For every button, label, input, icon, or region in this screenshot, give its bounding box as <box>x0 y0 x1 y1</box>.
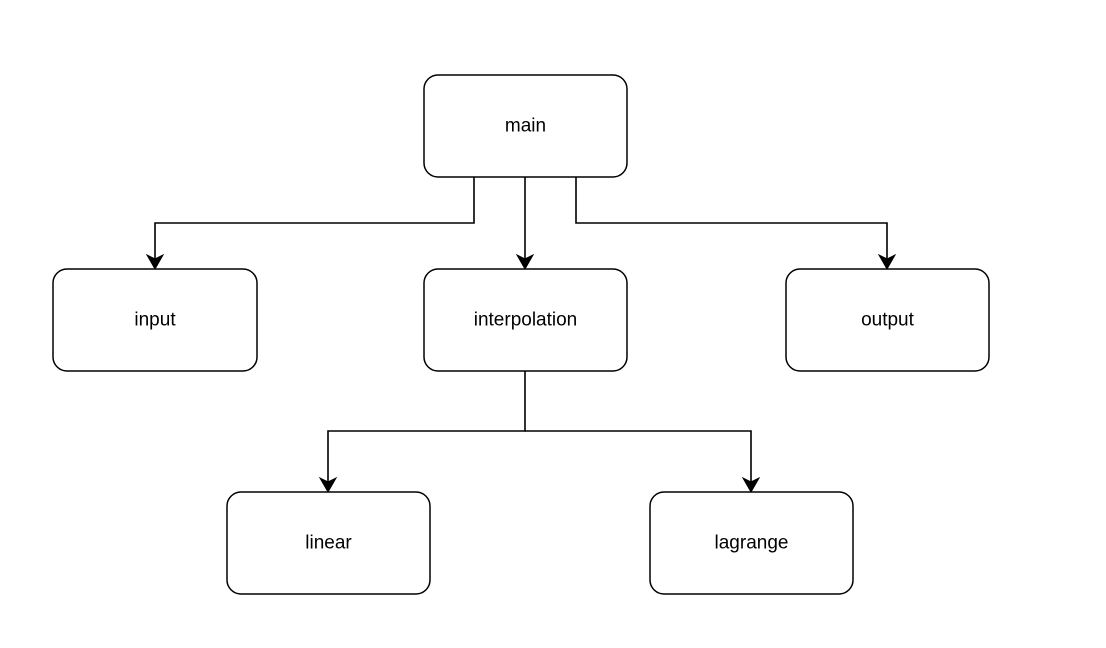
arrow-head-icon <box>515 253 535 271</box>
node-output[interactable]: output <box>785 268 990 372</box>
node-input[interactable]: input <box>52 268 258 372</box>
node-label-main: main <box>505 116 546 137</box>
arrow-head-icon <box>877 253 897 271</box>
edges <box>145 177 897 494</box>
edge-main-to-interpolation <box>515 177 535 271</box>
edge-main-to-output <box>575 177 897 271</box>
node-label-interpolation: interpolation <box>474 310 578 331</box>
edge-interpolation-to-linear <box>318 371 526 494</box>
edge-main-to-input <box>145 177 475 271</box>
arrow-head-icon <box>145 253 165 271</box>
node-label-output: output <box>861 310 915 331</box>
edge-interpolation-to-lagrange <box>525 430 761 494</box>
node-label-lagrange: lagrange <box>715 533 789 554</box>
node-lagrange[interactable]: lagrange <box>649 491 854 595</box>
node-label-linear: linear <box>305 533 352 554</box>
node-linear[interactable]: linear <box>226 491 431 595</box>
node-interpolation[interactable]: interpolation <box>423 268 628 372</box>
node-label-input: input <box>134 310 176 331</box>
arrow-head-icon <box>318 476 338 494</box>
arrow-head-icon <box>741 476 761 494</box>
node-main[interactable]: main <box>423 74 628 178</box>
